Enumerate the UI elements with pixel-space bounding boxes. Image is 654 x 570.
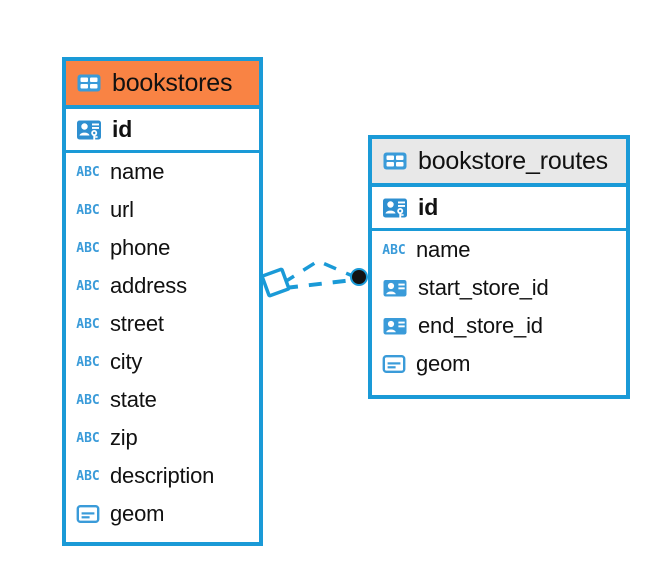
text-type-icon-label: ABC [76, 354, 100, 370]
attribute-label: end_store_id [418, 313, 543, 338]
attribute-row-name[interactable]: ABC name [66, 153, 259, 191]
text-type-icon: ABC [381, 237, 407, 263]
text-type-icon-label: ABC [76, 278, 100, 294]
relationship-line-upper [282, 259, 356, 285]
attribute-row-start-store-id[interactable]: start_store_id [372, 269, 626, 307]
text-type-icon-label: ABC [76, 202, 100, 218]
attribute-label: street [110, 311, 164, 336]
primary-key-icon [75, 116, 103, 144]
entity-header-bookstore-routes[interactable]: bookstore_routes [372, 139, 626, 187]
text-type-icon: ABC [75, 197, 101, 223]
attribute-label: state [110, 387, 157, 412]
relationship-source-diamond-icon [260, 267, 291, 298]
attribute-label: zip [110, 425, 138, 450]
attribute-row-primary-key[interactable]: id [372, 187, 626, 231]
attribute-label: start_store_id [418, 275, 549, 300]
entity-header-bookstores[interactable]: bookstores [66, 61, 259, 109]
text-type-icon: ABC [75, 349, 101, 375]
attribute-row-address[interactable]: ABC address [66, 267, 259, 305]
relationship-line-lower [284, 278, 354, 290]
attribute-row-street[interactable]: ABC street [66, 305, 259, 343]
attribute-row-geom[interactable]: geom [372, 345, 626, 383]
entity-title: bookstores [112, 68, 233, 97]
primary-key-icon [381, 194, 409, 222]
table-icon [381, 147, 409, 175]
attribute-label: phone [110, 235, 171, 260]
geometry-type-icon [75, 501, 101, 527]
attribute-row-end-store-id[interactable]: end_store_id [372, 307, 626, 345]
attribute-row-description[interactable]: ABC description [66, 457, 259, 495]
attribute-row-primary-key[interactable]: id [66, 109, 259, 153]
text-type-icon-label: ABC [76, 240, 100, 256]
text-type-icon-label: ABC [76, 316, 100, 332]
text-type-icon-label: ABC [76, 430, 100, 446]
text-type-icon: ABC [75, 425, 101, 451]
attribute-label: name [416, 237, 471, 262]
attribute-label: geom [110, 501, 165, 526]
text-type-icon: ABC [75, 159, 101, 185]
text-type-icon: ABC [75, 235, 101, 261]
attribute-label: geom [416, 351, 471, 376]
text-type-icon-label: ABC [76, 164, 100, 180]
attribute-row-geom[interactable]: geom [66, 495, 259, 533]
foreign-key-icon [381, 312, 409, 340]
text-type-icon: ABC [75, 387, 101, 413]
attribute-row-state[interactable]: ABC state [66, 381, 259, 419]
table-icon [75, 69, 103, 97]
text-type-icon: ABC [75, 273, 101, 299]
attribute-row-name[interactable]: ABC name [372, 231, 626, 269]
attribute-row-url[interactable]: ABC url [66, 191, 259, 229]
attribute-row-zip[interactable]: ABC zip [66, 419, 259, 457]
entity-title: bookstore_routes [418, 146, 608, 175]
attribute-label: id [112, 116, 133, 142]
attribute-label: description [110, 463, 215, 488]
entity-table-bookstore-routes[interactable]: bookstore_routes id A [368, 135, 630, 399]
text-type-icon-label: ABC [382, 242, 406, 258]
attribute-label: name [110, 159, 165, 184]
attribute-label: address [110, 273, 187, 298]
attribute-row-city[interactable]: ABC city [66, 343, 259, 381]
attribute-label: city [110, 349, 143, 374]
geometry-type-icon [381, 351, 407, 377]
text-type-icon-label: ABC [76, 468, 100, 484]
text-type-icon-label: ABC [76, 392, 100, 408]
attribute-label: id [418, 194, 439, 220]
relationship-target-circle-icon [350, 268, 368, 286]
foreign-key-icon [381, 274, 409, 302]
attribute-row-phone[interactable]: ABC phone [66, 229, 259, 267]
attribute-label: url [110, 197, 134, 222]
text-type-icon: ABC [75, 311, 101, 337]
entity-table-bookstores[interactable]: bookstores id ABC [62, 57, 263, 546]
text-type-icon: ABC [75, 463, 101, 489]
